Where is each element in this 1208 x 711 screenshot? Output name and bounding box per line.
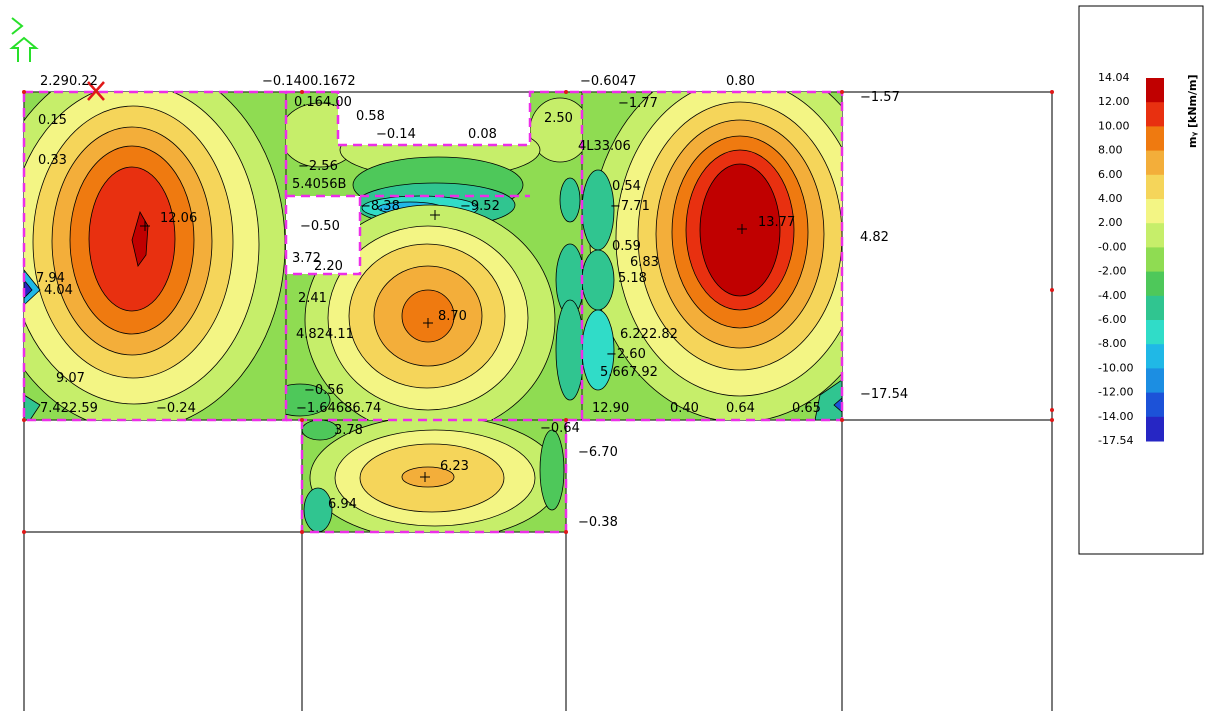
value-label: 0.164.00 (294, 95, 352, 110)
value-label: 6.94 (328, 497, 357, 512)
value-label: −0.50 (300, 219, 340, 234)
value-label: 0.40 (670, 401, 699, 416)
legend-scale: 14.04 12.00 10.00 8.00 6.00 4.00 2.00 -0.00 -2.0… (1098, 71, 1164, 447)
legend-level-label: 4.00 (1098, 192, 1123, 205)
grid-nodes (22, 90, 1054, 534)
max-markers (140, 210, 747, 482)
legend-swatch (1146, 368, 1164, 394)
value-label: 4.824.11 (296, 327, 354, 342)
legend-swatch (1146, 271, 1164, 297)
legend-level-label: 2.00 (1098, 216, 1123, 229)
value-label: 3.78 (334, 423, 363, 438)
legend-level-label: -8.00 (1098, 337, 1126, 350)
value-label: 0.58 (356, 109, 385, 124)
legend-swatch (1146, 392, 1164, 418)
value-label: −6.70 (578, 445, 618, 460)
legend-swatch (1146, 320, 1164, 345)
value-label: 7.422.59 (40, 401, 98, 416)
value-label: −7.71 (610, 199, 650, 214)
color-legend: mᵧ [kNm/m] 14.04 12.00 10.00 8.00 6.00 4.00 2.… (1078, 5, 1204, 555)
legend-swatch (1146, 416, 1164, 442)
value-label: 0.33 (38, 153, 67, 168)
value-label: −17.54 (860, 387, 908, 402)
value-label: −2.60 (606, 347, 646, 362)
legend-level-label: -2.00 (1098, 265, 1126, 278)
legend-swatch (1146, 126, 1164, 152)
value-label: −1.64686.74 (296, 401, 381, 416)
slab-outline (22, 90, 844, 534)
value-label: 2.290.22 (40, 74, 98, 89)
legend-swatch (1146, 199, 1164, 224)
value-labels: 12.06 13.77 8.70 6.23 4.82 −17.54 −1.57 … (36, 74, 908, 530)
legend-level-label: 8.00 (1098, 144, 1123, 157)
contour-panel-d (302, 420, 566, 532)
legend-box (1078, 5, 1204, 555)
value-label: 0.59 (612, 239, 641, 254)
value-label: 2.50 (544, 111, 573, 126)
value-label: −0.24 (156, 401, 196, 416)
value-label: 4L33.06 (578, 139, 631, 154)
value-label: 6.23 (440, 459, 469, 474)
value-label: 9.07 (56, 371, 85, 386)
legend-level-label: 6.00 (1098, 168, 1123, 181)
value-label: 12.90 (592, 401, 629, 416)
value-label: −2.56 (298, 159, 338, 174)
value-label: −0.6047 (580, 74, 636, 89)
legend-level-label: 14.04 (1098, 71, 1130, 84)
value-label: 3.72 (292, 251, 321, 266)
value-label: 0.15 (38, 113, 67, 128)
value-label: 12.06 (160, 211, 197, 226)
legend-level-label: -6.00 (1098, 313, 1126, 326)
legend-level-label: -14.00 (1098, 410, 1133, 423)
value-label: −0.38 (578, 515, 618, 530)
value-label: 5.18 (618, 271, 647, 286)
opening (286, 196, 360, 274)
value-label: 13.77 (758, 215, 795, 230)
value-label: −0.1400.1672 (262, 74, 356, 89)
legend-level-label: -17.54 (1098, 434, 1133, 447)
value-label: −9.52 (460, 199, 500, 214)
value-label: 4.82 (860, 230, 889, 245)
value-label: 4.04 (44, 283, 73, 298)
y-axis-arrow-icon (9, 17, 39, 62)
value-label: 5.4056B (292, 177, 346, 192)
value-label: −0.14 (376, 127, 416, 142)
value-label: 6.83 (630, 255, 659, 270)
value-label: 5.667.92 (600, 365, 658, 380)
value-label: 0.65 (792, 401, 821, 416)
legend-swatch (1146, 78, 1164, 103)
legend-swatch (1146, 295, 1164, 321)
legend-level-label: -0.00 (1098, 240, 1126, 253)
contour-panel-c (582, 92, 842, 420)
value-label: −1.57 (860, 90, 900, 105)
legend-swatch (1146, 102, 1164, 127)
legend-swatch (1146, 223, 1164, 248)
legend-swatch (1146, 174, 1164, 200)
value-label: 8.70 (438, 309, 467, 324)
contour-panel-a (24, 92, 286, 420)
legend-swatch (1146, 150, 1164, 176)
legend-level-label: -12.00 (1098, 386, 1133, 399)
legend-level-label: 12.00 (1098, 95, 1130, 108)
value-label: −0.56 (304, 383, 344, 398)
value-label: 2.41 (298, 291, 327, 306)
value-label: 2.20 (314, 259, 343, 274)
value-label: −0.64 (540, 421, 580, 436)
legend-level-label: -10.00 (1098, 361, 1133, 374)
value-label: −1.77 (618, 96, 658, 111)
value-label: 0.08 (468, 127, 497, 142)
value-label: 6.222.82 (620, 327, 678, 342)
legend-title: mᵧ [kNm/m] (1186, 74, 1199, 148)
value-label: 0.64 (726, 401, 755, 416)
legend-swatch (1146, 344, 1164, 369)
value-label: 0.80 (726, 74, 755, 89)
value-label: 7.94 (36, 271, 65, 286)
support-x-icon (87, 81, 105, 101)
value-label: 0.54 (612, 179, 641, 194)
value-label: −8.38 (360, 199, 400, 214)
legend-level-label: -4.00 (1098, 289, 1126, 302)
legend-level-label: 10.00 (1098, 119, 1130, 132)
legend-swatch (1146, 247, 1164, 273)
